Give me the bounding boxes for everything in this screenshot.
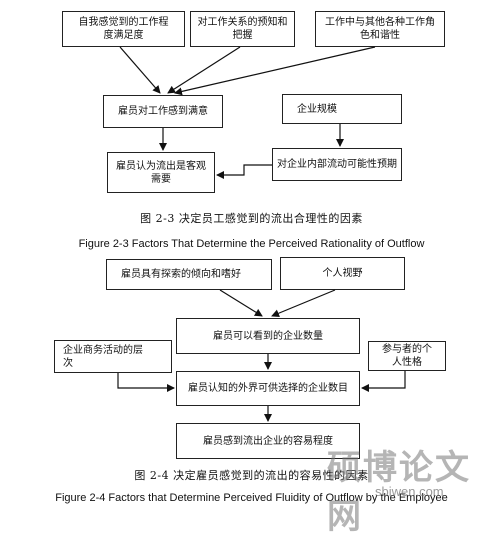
arrow-self-to-satisfaction [119, 46, 161, 94]
outflow-objective-box: 雇员认为流出是客观 需要 [107, 152, 215, 193]
arrow-roles-to-satisfaction [174, 46, 376, 96]
arrow-relation-to-satisfaction [167, 46, 241, 94]
job-relation-box: 对工作关系的预知和 把握 [190, 11, 295, 47]
personal-vision-box: 个人视野 [280, 257, 405, 290]
figure-2-3-caption-en: Figure 2-3 Factors That Determine the Pe… [78, 238, 425, 250]
arrow-mobility-to-outflow [216, 164, 272, 179]
participant-personality-box: 参与者的个 人性格 [368, 341, 446, 371]
watermark-url: sbiwen.com [375, 484, 444, 499]
self-perceived-satisfaction-box: 自我感觉到的工作程 度满足度 [62, 11, 185, 47]
business-level-box: 企业商务活动的层 次 [54, 340, 172, 373]
roles-harmony-box: 工作中与其他各种工作角 色和谐性 [315, 11, 445, 47]
connector-arrows [117, 46, 406, 422]
arrow-business-to-choices [117, 373, 175, 392]
arrow-vision-to-visible [271, 289, 336, 318]
figure-2-4-caption-cn: 图 2-4 决定雇员感觉到的流出的容易性的因素 [134, 469, 369, 482]
explore-tendency-box: 雇员具有探索的倾向和嗜好 [106, 259, 272, 290]
arrow-personality-to-choices [361, 371, 406, 392]
visible-companies-box: 雇员可以看到的企业数量 [176, 318, 360, 354]
figure-2-3-caption-cn: 图 2-3 决定员工感觉到的流出合理性的因素 [140, 212, 363, 225]
figure-2-4-caption-en: Figure 2-4 Factors that Determine Percei… [55, 492, 448, 504]
external-choices-box: 雇员认知的外界可供选择的企业数目 [176, 371, 360, 406]
arrow-explore-to-visible [219, 289, 263, 317]
ease-of-outflow-box: 雇员感到流出企业的容易程度 [176, 423, 360, 459]
job-satisfaction-box: 雇员对工作感到满意 [103, 95, 223, 128]
internal-mobility-box: 对企业内部流动可能性预期 [272, 148, 402, 181]
company-size-box: 企业规模 [282, 94, 402, 124]
